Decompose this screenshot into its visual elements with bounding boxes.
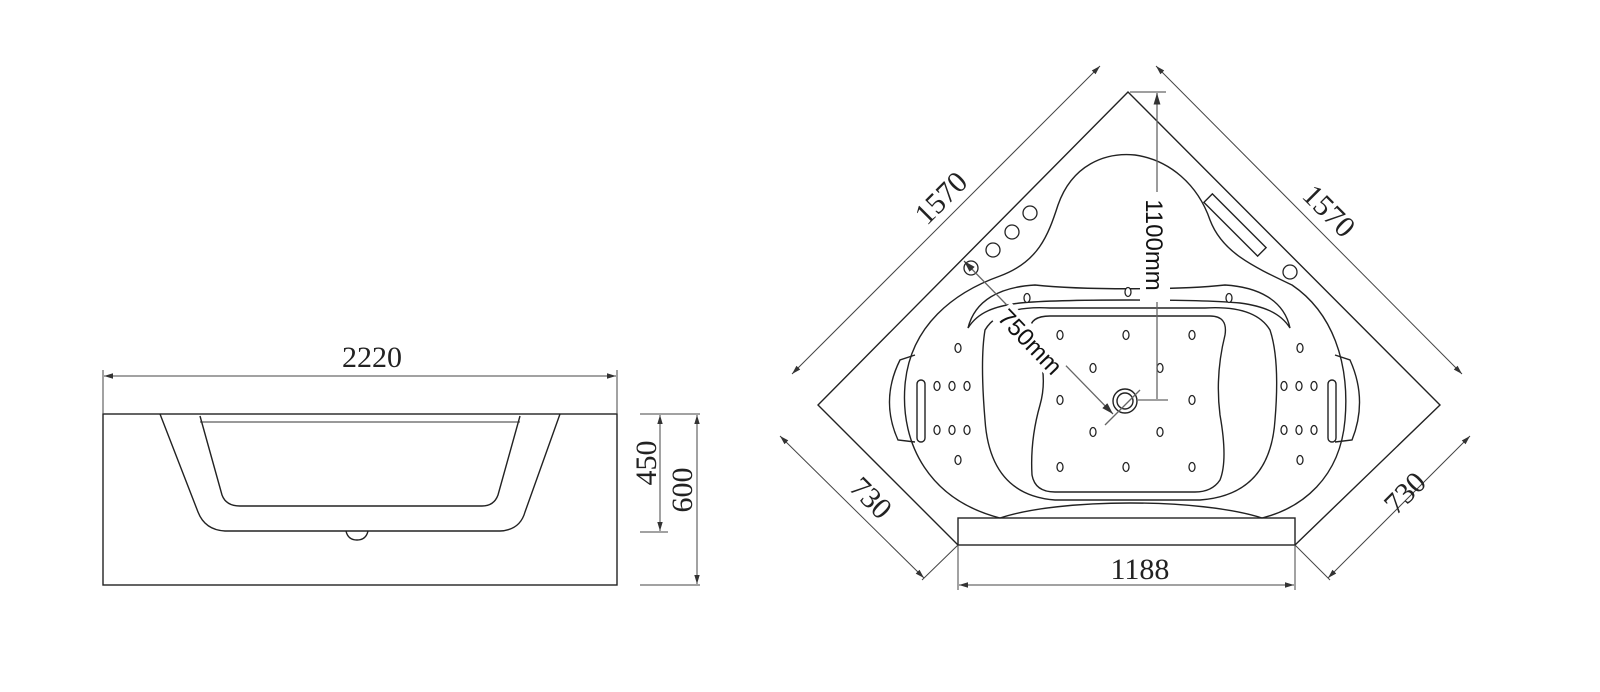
jet-nozzle-icon: [1296, 342, 1304, 354]
jet-nozzle-icon: [1188, 461, 1196, 473]
jet-nozzle-icon: [948, 424, 956, 436]
side-view-outline: [102, 413, 618, 586]
extension-line: [1294, 544, 1331, 581]
left-handle: [916, 379, 926, 443]
control-button: [1282, 264, 1298, 280]
jet-nozzle-icon: [1122, 329, 1130, 341]
jet-nozzle-icon: [1056, 394, 1064, 406]
length-label: 2220: [342, 341, 402, 374]
jet-nozzle-icon: [1089, 362, 1097, 374]
drain-inner-icon: [1116, 392, 1134, 410]
extension-line: [921, 544, 959, 581]
jet-nozzle-icon: [954, 454, 962, 466]
jet-nozzle-icon: [1089, 426, 1097, 438]
front-label: 1188: [1111, 553, 1170, 586]
jet-nozzle-icon: [1188, 394, 1196, 406]
jet-nozzle-icon: [1056, 329, 1064, 341]
jet-nozzle-icon: [1280, 424, 1288, 436]
jet-nozzle-icon: [1188, 329, 1196, 341]
control-panel-slot: [1202, 192, 1268, 258]
jet-nozzle-icon: [1225, 292, 1233, 304]
tub-inner-profile: [199, 415, 521, 507]
left-side-label: 1570: [908, 165, 974, 231]
jet-nozzle-icon: [954, 342, 962, 354]
right-short-label: 730: [1378, 466, 1433, 521]
jet-nozzle-icon: [948, 380, 956, 392]
jet-nozzle-icon: [1296, 454, 1304, 466]
tub-outer-edge: [817, 91, 1441, 546]
side-view: 2220 450 600: [102, 341, 700, 586]
jet-nozzle-icon: [1280, 380, 1288, 392]
jets: [933, 286, 1318, 473]
control-button: [985, 242, 1001, 258]
control-button: [1004, 224, 1020, 240]
right-side-dimension-line: [1155, 65, 1463, 375]
tub-outer-profile: [159, 413, 561, 532]
jet-nozzle-icon: [933, 424, 941, 436]
jet-nozzle-icon: [963, 424, 971, 436]
jet-nozzle-icon: [1124, 286, 1132, 298]
jet-nozzle-icon: [1156, 362, 1164, 374]
left-short-dimension-line: [779, 435, 925, 579]
jet-nozzle-icon: [1310, 424, 1318, 436]
jet-nozzle-icon: [1295, 424, 1303, 436]
right-side-label: 1570: [1296, 178, 1362, 244]
drain-outer-icon: [1112, 388, 1138, 414]
jet-nozzle-icon: [1156, 426, 1164, 438]
jet-nozzle-icon: [963, 380, 971, 392]
jet-nozzle-icon: [1295, 380, 1303, 392]
control-button: [1022, 205, 1038, 221]
jet-nozzle-icon: [1122, 461, 1130, 473]
inner-height-label: 450: [630, 441, 663, 486]
left-side-dimension-line: [791, 65, 1101, 375]
right-handle: [1327, 379, 1337, 443]
radius-label-bg: [992, 302, 1070, 381]
front-panel-top: [957, 517, 1296, 546]
top-view: 1570 1570 730 730 1188 1100mm 750mm: [779, 65, 1471, 590]
jet-nozzle-icon: [933, 380, 941, 392]
left-armrest: [888, 354, 916, 443]
right-armrest: [1334, 354, 1361, 443]
drain-icon: [345, 530, 369, 541]
radius-tick: [1104, 389, 1141, 426]
left-short-label: 730: [843, 471, 898, 526]
right-short-dimension-line: [1327, 435, 1471, 579]
depth-label-bg: [1140, 192, 1170, 302]
total-height-label: 600: [666, 468, 699, 513]
jet-nozzle-icon: [1023, 292, 1031, 304]
jet-nozzle-icon: [1056, 461, 1064, 473]
jet-nozzle-icon: [1310, 380, 1318, 392]
depth-label: 1100mm: [1140, 199, 1167, 291]
